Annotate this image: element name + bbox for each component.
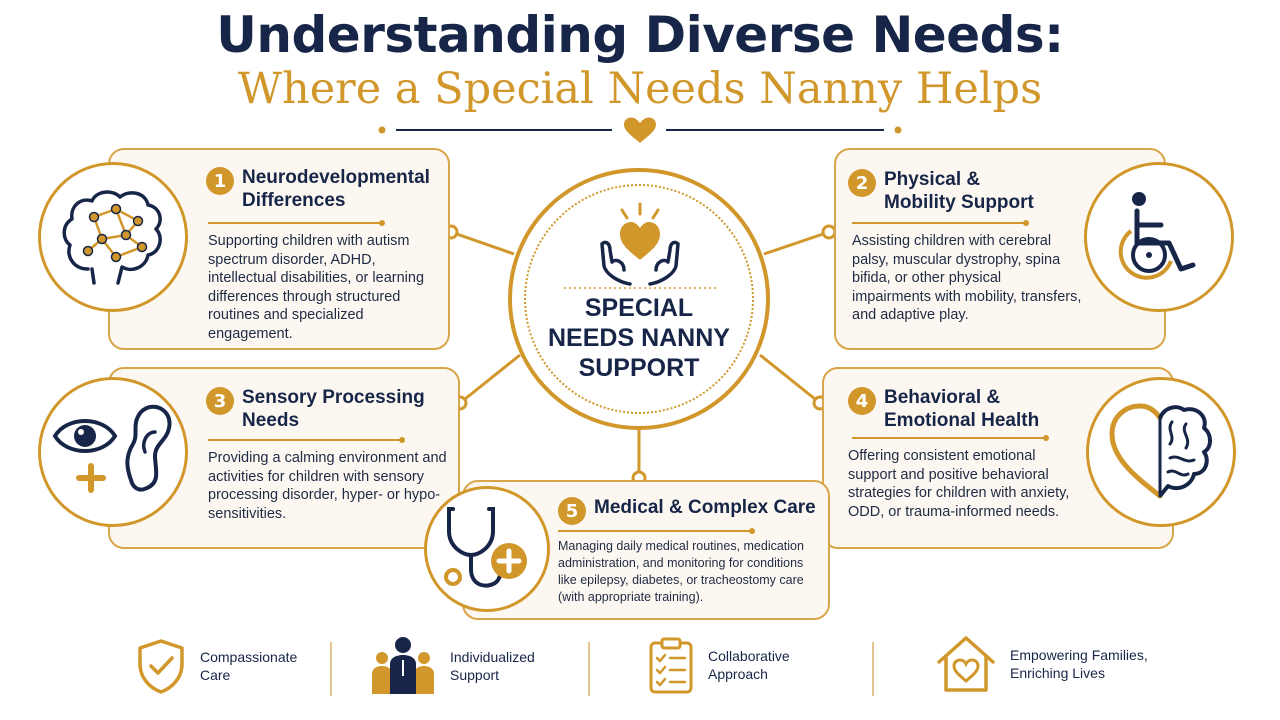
card-description: Managing daily medical routines, medicat… [558,539,804,604]
card-number-badge: 2 [848,169,876,197]
card-number-badge: 3 [206,387,234,415]
heart-icon [624,117,656,143]
stethoscope-icon [444,507,527,588]
footer-item-individualized-support: Individualized Support [370,636,535,696]
card-icon-circle [424,486,550,612]
center-hub-label: SPECIAL NEEDS NANNY SUPPORT [548,294,730,382]
people-icon [372,637,434,694]
card-icon-circle [38,162,188,312]
page-title: Understanding Diverse Needs: [216,6,1064,64]
card-description: Supporting children with autism spectrum… [208,233,425,342]
card-icon-circle [1084,162,1234,312]
footer-item-collaborative-approach: Collaborative Approach [648,636,790,694]
clipboard-checklist-icon [649,637,693,694]
footer-label: Empowering Families, Enriching Lives [1010,647,1148,681]
house-heart-icon [937,636,995,692]
caring-hands-heart-icon [600,202,680,286]
footer-label: Collaborative Approach [708,648,790,682]
card-title: Behavioral & Emotional Health [884,387,1040,431]
card-title: Neurodevelopmental Differences [242,167,430,211]
card-icon-circle [38,377,188,527]
shield-check-icon [138,639,184,694]
card-description: Providing a calming environment and acti… [208,450,447,522]
wheelchair-icon [1118,192,1196,280]
footer-separator [872,642,874,696]
card-divider [208,437,405,443]
eye-ear-icon [52,404,172,493]
brain-network-icon [62,190,162,285]
title-divider [378,117,902,143]
center-divider [564,287,716,289]
card-title: Physical & Mobility Support [884,169,1034,213]
footer-label: Individualized Support [450,649,535,683]
footer-item-compassionate-care: Compassionate Care [136,638,297,694]
card-number-badge: 4 [848,387,876,415]
center-hub-inner-ring [524,184,754,414]
card-sensory-processing: 3 Sensory Processing Needs Providing a c… [108,367,460,549]
footer-separator [330,642,332,696]
card-divider [852,220,1029,226]
card-description: Offering consistent emotional support an… [848,448,1070,520]
footer-separator [588,642,590,696]
card-number-badge: 1 [206,167,234,195]
heart-brain-icon [1109,403,1212,499]
page-subtitle: Where a Special Needs Nanny Helps [237,64,1043,114]
card-title: Medical & Complex Care [594,497,816,518]
card-divider [208,220,385,226]
card-number-badge: 5 [558,497,586,525]
card-icon-circle [1086,377,1236,527]
footer-label: Compassionate Care [200,649,298,683]
footer-item-empowering-families: Empowering Families, Enriching Lives [936,634,1148,694]
card-description: Assisting children with cerebral palsy, … [852,233,1082,323]
card-medical-complex: 5 Medical & Complex Care Managing daily … [462,480,830,620]
card-title: Sensory Processing Needs [242,387,425,431]
card-divider [558,528,755,534]
card-divider [852,435,1049,441]
card-physical-mobility: 2 Physical & Mobility Support Assisting … [834,148,1166,350]
